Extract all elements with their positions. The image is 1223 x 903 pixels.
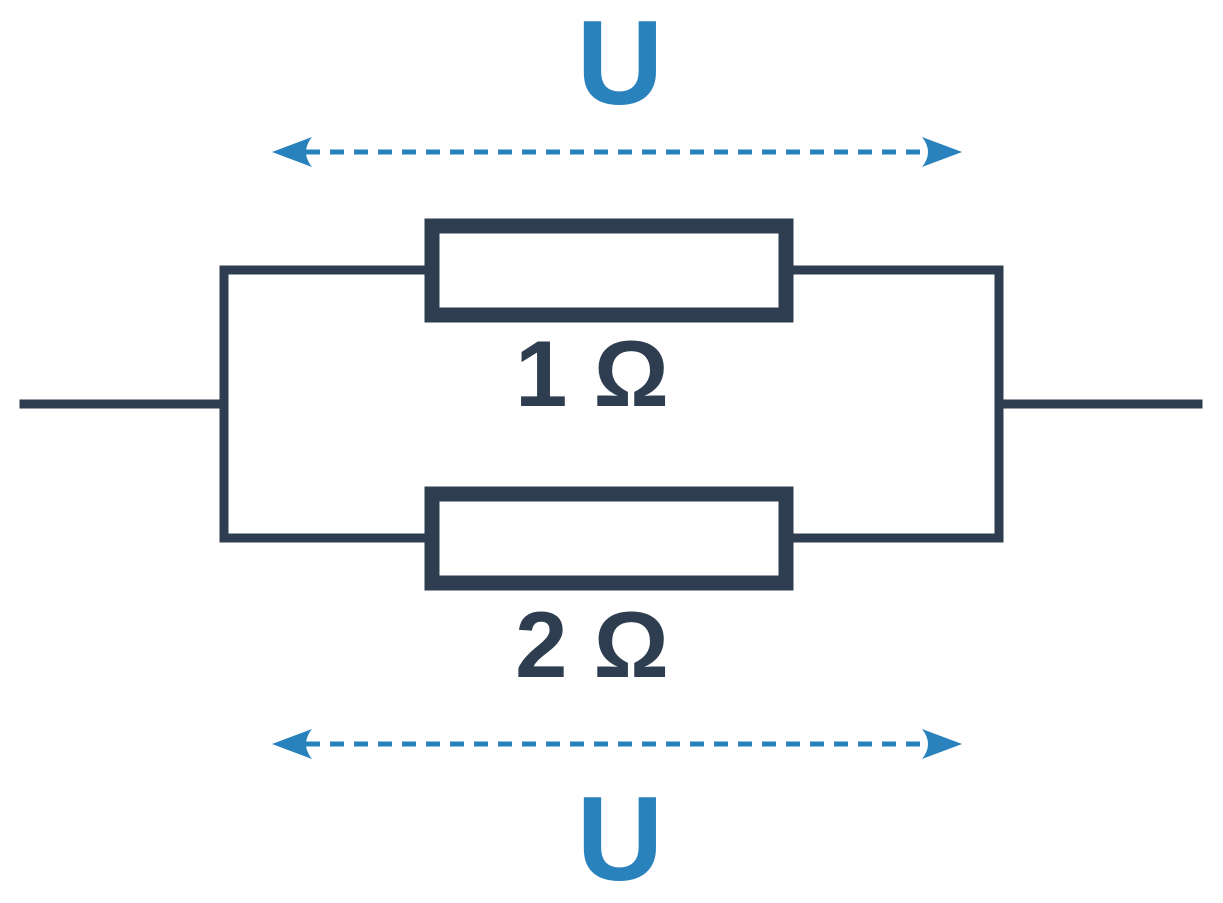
bottom-voltage-arrow-left-head	[272, 729, 312, 759]
top-voltage-label: U	[577, 0, 664, 130]
bottom-voltage-arrow-right-head	[922, 729, 962, 759]
bottom-voltage-label: U	[577, 772, 664, 903]
top-voltage-arrow-left-head	[272, 137, 312, 167]
top-voltage-arrow-right-head	[922, 137, 962, 167]
resistor-1-label: 1 Ω	[515, 321, 669, 426]
resistor-2-label: 2 Ω	[515, 592, 669, 697]
resistor-1	[424, 218, 794, 323]
top-voltage-arrow	[272, 137, 962, 167]
resistor-2	[424, 486, 794, 591]
bottom-voltage-arrow	[272, 729, 962, 759]
